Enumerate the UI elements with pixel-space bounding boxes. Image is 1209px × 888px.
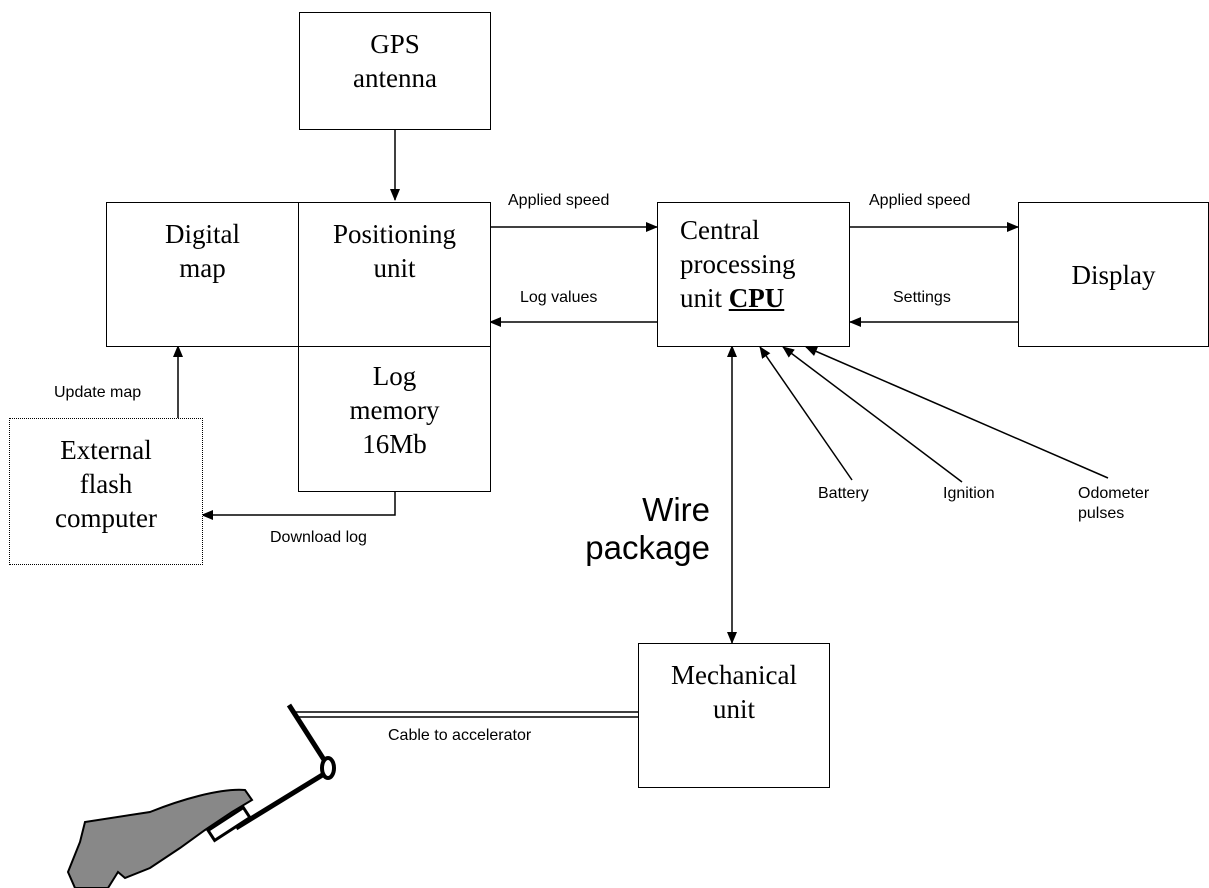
digital-map-label-line-1: Digital xyxy=(165,219,240,249)
positioning-unit-label-line-1: Positioning xyxy=(332,219,457,249)
applied-speed-in-label: Applied speed xyxy=(508,192,610,209)
odometer-label-line-1: Odometer xyxy=(1078,485,1150,502)
download-log-arrow xyxy=(201,491,396,520)
gps-antenna-box: GPS antenna xyxy=(299,12,491,130)
digital-map-label-line-2: map xyxy=(179,253,226,283)
wire-package-label-line-1: Wire xyxy=(642,491,710,528)
external-flash-label-line-1: External xyxy=(60,435,152,465)
cpu-label-line-1: Central xyxy=(680,215,760,245)
cpu-abbreviation: CPU xyxy=(728,283,785,313)
update-map-label: Update map xyxy=(54,384,142,401)
log-memory-box: Log memory 16Mb xyxy=(298,346,491,492)
log-memory-label-line-1: Log xyxy=(372,361,417,391)
download-log-label: Download log xyxy=(270,529,367,546)
cpu-label-unit: unit xyxy=(680,283,723,313)
log-values-label: Log values xyxy=(520,289,598,306)
positioning-unit-box: Positioning unit xyxy=(298,202,491,347)
display-box: Display xyxy=(1018,202,1209,347)
cpu-label-line-3: unit CPU xyxy=(680,281,849,315)
digital-map-box: Digital map xyxy=(106,202,299,347)
wire-package-label-line-2: package xyxy=(585,529,710,566)
ignition-arrow xyxy=(782,346,963,483)
external-flash-label-line-2: flash xyxy=(79,469,133,499)
external-flash-computer-box: External flash computer xyxy=(9,418,203,565)
external-flash-label-line-3: computer xyxy=(55,503,157,533)
odometer-label-line-2: pulses xyxy=(1078,505,1125,522)
ignition-label: Ignition xyxy=(943,485,995,502)
cpu-label-line-2: processing xyxy=(680,249,796,279)
odometer-arrow xyxy=(805,346,1109,479)
applied-speed-out-label: Applied speed xyxy=(869,192,971,209)
settings-label: Settings xyxy=(893,289,951,306)
log-memory-label-line-3: 16Mb xyxy=(362,429,427,459)
positioning-unit-label-line-2: unit xyxy=(373,253,416,283)
battery-label: Battery xyxy=(818,485,869,502)
mechanical-unit-box: Mechanical unit xyxy=(638,643,830,788)
gps-antenna-label-line-1: GPS xyxy=(370,29,420,59)
accelerator-pedal-illustration xyxy=(66,703,336,888)
log-memory-label-line-2: memory xyxy=(349,395,440,425)
odometer-label: Odometer pulses xyxy=(1078,484,1149,524)
display-label: Display xyxy=(1071,260,1156,290)
battery-arrow xyxy=(759,346,853,481)
gps-antenna-label-line-2: antenna xyxy=(353,63,437,93)
cpu-box: Central processing unit CPU xyxy=(657,202,850,347)
mechanical-unit-label-line-2: unit xyxy=(712,694,755,724)
cable-label: Cable to accelerator xyxy=(388,727,532,744)
wire-package-label: Wire package xyxy=(560,491,710,567)
mechanical-unit-label-line-1: Mechanical xyxy=(671,660,797,690)
